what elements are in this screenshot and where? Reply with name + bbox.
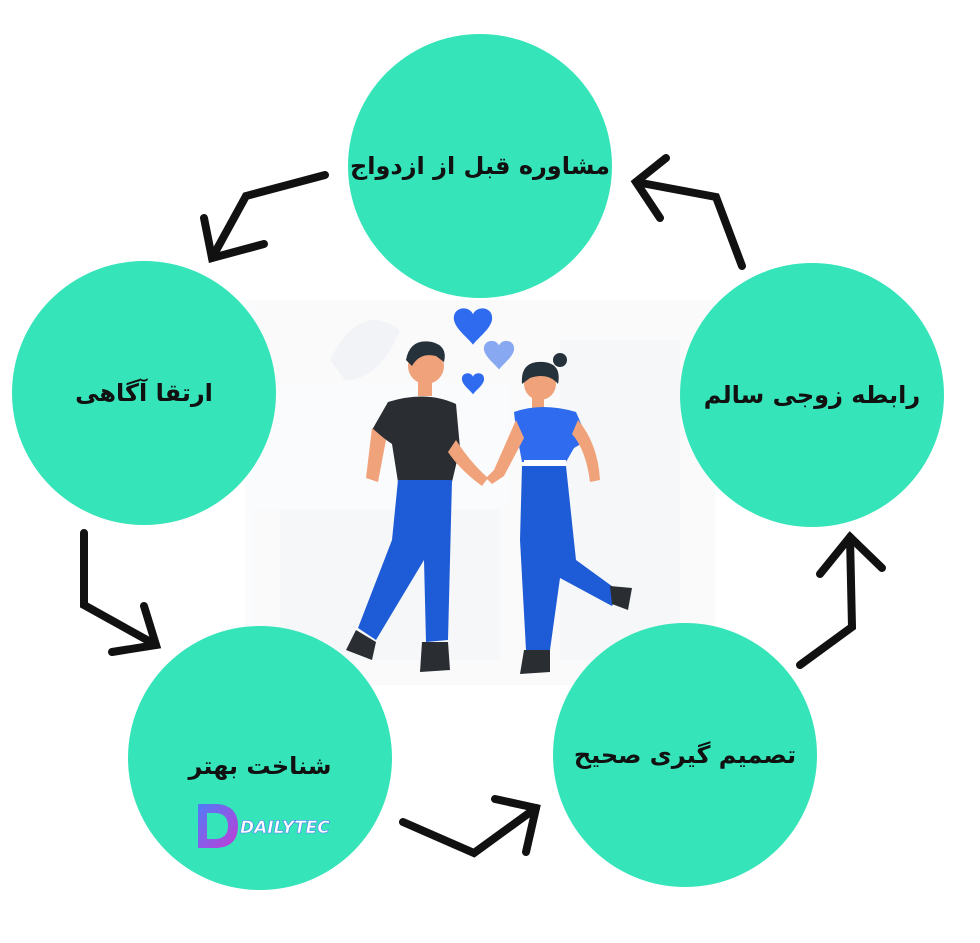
woman-figure (486, 353, 632, 674)
arrow-segment (208, 171, 329, 262)
node-healthy-relationship: رابطه زوجی سالم (680, 263, 944, 527)
arrow-segment (816, 531, 886, 578)
arrow-decision-to-relationship (796, 531, 886, 669)
logo-text: DAILYTEC (240, 818, 330, 838)
background-furniture (245, 300, 715, 685)
arrow-segment (796, 533, 857, 669)
arrow-knowledge-to-decision (399, 795, 541, 858)
heart-icon (453, 308, 493, 345)
arrow-segment (80, 529, 160, 649)
arrow-segment (399, 804, 540, 858)
node-label: شناخت بهتر (187, 752, 331, 780)
cycle-nodes: مشاوره قبل از ازدواج رابطه زوجی سالم تصم… (12, 34, 944, 890)
arrow-awareness-to-knowledge (80, 529, 162, 656)
node-label: رابطه زوجی سالم (704, 381, 920, 409)
node-better-knowledge: شناخت بهتر (128, 626, 392, 890)
heart-icon (461, 373, 485, 395)
node-label: مشاوره قبل از ازدواج (350, 152, 610, 180)
arrow-counseling-to-awareness (200, 171, 329, 263)
couple-illustration (346, 308, 632, 674)
arrow-segment (632, 178, 746, 270)
dailytec-logo: DAILYTEC (198, 804, 331, 848)
heart-icon (483, 340, 515, 370)
node-label: تصمیم گیری صحیح (574, 741, 796, 769)
man-figure (346, 341, 488, 672)
arrow-segment (630, 154, 670, 222)
node-premarital-counseling: مشاوره قبل از ازدواج (348, 34, 612, 298)
arrow-relationship-to-counseling (630, 154, 746, 270)
arrow-segment (108, 602, 162, 656)
arrows (80, 154, 886, 858)
node-raising-awareness: ارتقا آگاهی (12, 261, 276, 525)
node-label: ارتقا آگاهی (75, 378, 213, 407)
arrow-segment (200, 214, 268, 263)
arrow-segment (491, 795, 541, 856)
node-right-decision: تصمیم گیری صحیح (553, 623, 817, 887)
logo-mark (198, 804, 238, 848)
